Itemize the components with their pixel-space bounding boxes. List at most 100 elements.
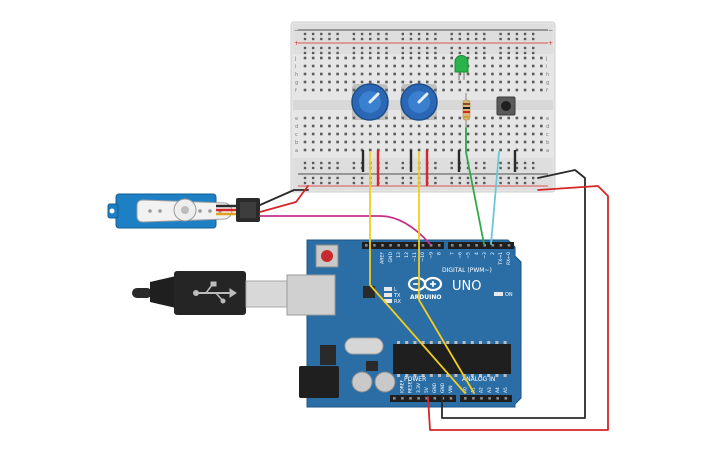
wire-pot1-a0[interactable] [369, 151, 466, 394]
digital-pin-header[interactable] [362, 242, 514, 249]
row-letter: j [294, 56, 296, 62]
uno-label: UNO [452, 279, 481, 294]
header-pin[interactable] [373, 244, 376, 247]
dc-barrel-jack [299, 366, 339, 398]
potentiometer-2[interactable] [400, 83, 438, 121]
on-label: ON [505, 292, 513, 298]
digital-pin-label: 4 [474, 252, 480, 255]
resistor-band-4 [463, 116, 470, 118]
header-pin[interactable] [437, 244, 441, 247]
row-letter: b [295, 140, 298, 146]
header-pin[interactable] [499, 244, 503, 247]
wire-button-pin2[interactable] [490, 151, 500, 245]
pot-1-indicator [368, 92, 380, 104]
header-pin[interactable] [417, 397, 420, 400]
wire-servo-gnd[interactable] [259, 189, 309, 206]
pushbutton[interactable] [496, 96, 516, 116]
header-pin[interactable] [381, 244, 384, 247]
header-pin[interactable] [397, 244, 400, 247]
arduino-uno-board[interactable]: L TX RX ON ARDUINO UNO DIGITAL (PWM~) PO… [286, 239, 522, 408]
usb-cable[interactable] [132, 271, 289, 315]
arduino-logo-text: ARDUINO [410, 294, 441, 301]
usb-symbol-icon [193, 281, 237, 304]
atmega-chip-pins [397, 341, 507, 377]
servo-hole-left [109, 208, 115, 214]
usb-plug-metal [245, 280, 289, 308]
rail-minus-label-right: − [548, 27, 553, 34]
header-pin[interactable] [413, 244, 417, 247]
power-pin-label: 5V [424, 387, 430, 393]
breadboard-holes [303, 32, 543, 185]
header-pin[interactable] [483, 244, 486, 247]
analog-in-label: ANALOG IN [462, 376, 495, 383]
potentiometer-1[interactable] [351, 83, 389, 121]
digital-pin-label: ~3 [482, 252, 488, 259]
header-pin[interactable] [451, 244, 454, 247]
header-pin[interactable] [480, 397, 483, 400]
header-pin[interactable] [401, 397, 404, 400]
header-pin[interactable] [488, 397, 491, 400]
header-pin[interactable] [507, 244, 511, 247]
header-pin[interactable] [459, 244, 462, 247]
row-letter: g [295, 80, 298, 86]
row-letter: b [546, 140, 549, 146]
arduino-infinity-logo-icon [407, 276, 443, 292]
header-pin[interactable] [441, 397, 445, 400]
header-pin[interactable] [421, 244, 425, 247]
resistor-band-3 [463, 111, 470, 113]
power-pin-header[interactable] [390, 395, 456, 402]
header-pin[interactable] [472, 397, 475, 400]
header-pin[interactable] [433, 397, 437, 400]
header-pin[interactable] [467, 244, 470, 247]
header-pin[interactable] [365, 244, 368, 247]
row-letter: h [295, 72, 298, 78]
header-pin[interactable] [504, 397, 508, 400]
analog-pin-label: A5 [503, 387, 509, 393]
reset-button[interactable] [321, 250, 333, 262]
power-pin-label: 3.3V [416, 383, 422, 393]
wire-servo-signal-pin9[interactable] [259, 215, 431, 245]
green-led[interactable] [454, 55, 469, 81]
digital-pin-label: ~10 [420, 252, 426, 262]
row-letter: i [295, 64, 296, 70]
led-rx-indicator [384, 299, 392, 303]
header-pin[interactable] [496, 397, 499, 400]
row-letter: i [546, 64, 547, 70]
power-pin-label: GND [432, 382, 438, 393]
wire-pot2-a1[interactable] [418, 151, 475, 394]
row-letter: f [546, 88, 548, 94]
header-pin[interactable] [409, 397, 412, 400]
header-pin[interactable] [464, 397, 467, 400]
servo-motor[interactable] [107, 193, 233, 229]
header-pin[interactable] [425, 397, 428, 400]
digital-pin-label: ~5 [466, 252, 472, 259]
header-pin[interactable] [429, 244, 433, 247]
usb-plug-boot [150, 276, 176, 308]
capacitor-1 [351, 371, 373, 393]
header-pin[interactable] [449, 397, 453, 400]
servo-hub-center [181, 206, 189, 214]
wire-led-pin3[interactable] [465, 127, 485, 245]
top-power-rail [293, 24, 553, 54]
l-label: L [394, 287, 397, 293]
header-pin[interactable] [491, 244, 495, 247]
wire-servo-vcc[interactable] [259, 185, 309, 213]
analog-pin-label: A1 [471, 387, 477, 393]
header-pin[interactable] [389, 244, 392, 247]
wire-gnd-rail[interactable] [441, 169, 586, 419]
digital-pin-label: 13 [396, 252, 402, 258]
power-pin-label: RESET [408, 379, 414, 393]
header-pin[interactable] [405, 244, 409, 247]
analog-pin-header[interactable] [460, 395, 512, 402]
header-pin[interactable] [475, 244, 478, 247]
header-pin[interactable] [393, 397, 396, 400]
resistor[interactable] [462, 93, 471, 128]
on-led [494, 292, 503, 296]
resistor-band-2 [463, 107, 470, 109]
led-l-indicator [384, 287, 392, 291]
wire-5v-rail[interactable] [427, 185, 609, 431]
row-letter: c [295, 132, 298, 138]
